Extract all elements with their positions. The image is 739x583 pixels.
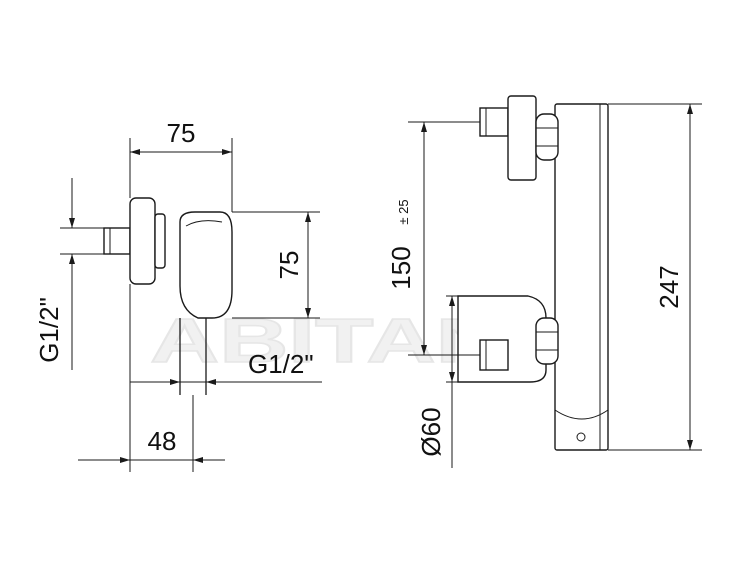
side-wall-flange: [129, 197, 156, 285]
front-upper-nut: [535, 113, 559, 161]
dim-thread-bottom: G1/2": [248, 349, 314, 379]
side-view: 75 75 G1/2" G1/2" 48: [34, 118, 322, 472]
front-lower-inlet: [479, 339, 509, 371]
front-upper-inlet: [479, 107, 509, 137]
front-lower-nut: [535, 317, 559, 365]
dim-total-height: 247: [654, 265, 684, 308]
front-view: 150 ± 25 Ø60 247: [386, 95, 702, 468]
dim-diameter: Ø60: [416, 407, 446, 456]
side-handle-body: [179, 211, 233, 319]
dim-side-height: 75: [274, 251, 304, 280]
front-main-body: [554, 103, 609, 451]
dim-side-width: 75: [167, 118, 196, 148]
dim-center-distance: 150: [386, 246, 416, 289]
dim-thread-left: G1/2": [34, 297, 64, 363]
side-flange-step: [154, 213, 166, 269]
dim-side-depth: 48: [148, 426, 177, 456]
front-upper-flange: [507, 95, 537, 181]
dim-center-tolerance: ± 25: [396, 199, 411, 224]
side-inlet-pipe: [103, 227, 131, 255]
